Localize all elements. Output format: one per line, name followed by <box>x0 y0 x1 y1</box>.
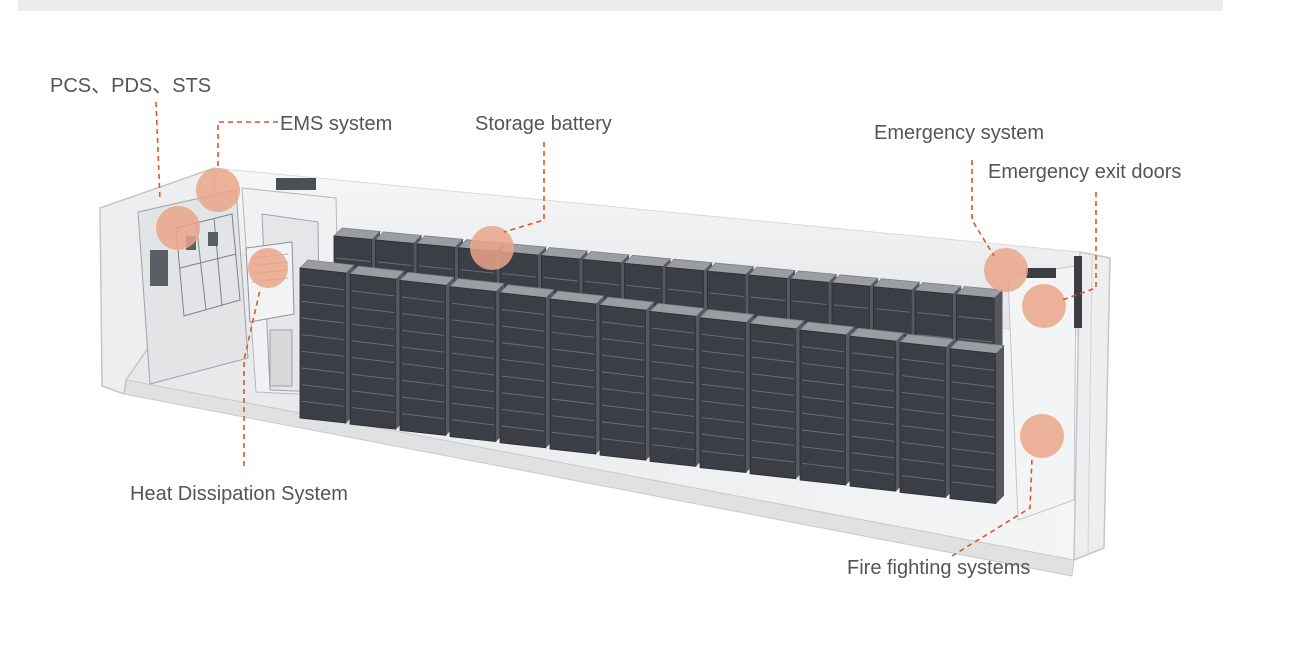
marker-pcs <box>156 206 200 250</box>
marker-exit-doors <box>1022 284 1066 328</box>
battery-rack-front-3 <box>399 271 455 436</box>
battery-rack-front-10 <box>749 315 805 480</box>
battery-rack-front-2 <box>349 265 405 430</box>
leader-ems <box>217 121 278 170</box>
battery-rack-front-8 <box>649 302 705 467</box>
battery-rack-front-12 <box>849 327 905 492</box>
leader-heat <box>243 289 261 466</box>
callout-fire-fighting: Fire fighting systems <box>847 557 1031 579</box>
callout-ems-system: EMS system <box>280 113 393 135</box>
battery-rack-front-11 <box>799 321 855 486</box>
battery-rack-front-1 <box>299 259 355 424</box>
callout-storage-battery: Storage battery <box>475 113 612 135</box>
marker-ems <box>196 168 240 212</box>
battery-rack-front-9 <box>699 309 755 474</box>
marker-storage <box>470 226 514 270</box>
battery-racks-front-row <box>299 259 1005 505</box>
battery-rack-front-5 <box>499 284 555 449</box>
battery-rack-front-6 <box>549 290 605 455</box>
marker-emergency-system <box>984 248 1028 292</box>
leader-pcs <box>155 101 161 201</box>
marker-fire <box>1020 414 1064 458</box>
leader-emergency-system <box>971 160 995 257</box>
callout-emergency-system: Emergency system <box>874 122 1045 144</box>
callout-pcs-pds-sts: PCS、PDS、STS <box>50 75 212 97</box>
battery-rack-front-14 <box>949 340 1005 505</box>
container-right-end <box>1073 251 1111 562</box>
battery-rack-front-7 <box>599 296 655 461</box>
marker-heat <box>248 248 288 288</box>
top-band <box>18 0 1223 11</box>
callout-heat-dissipation: Heat Dissipation System <box>130 483 348 505</box>
exit-door-area <box>1007 256 1082 521</box>
battery-rack-front-13 <box>899 333 955 498</box>
callout-emergency-exit-doors: Emergency exit doors <box>988 161 1182 183</box>
battery-rack-front-4 <box>449 278 505 443</box>
leader-exit-doors <box>1061 192 1097 301</box>
leader-fire <box>951 457 1033 557</box>
